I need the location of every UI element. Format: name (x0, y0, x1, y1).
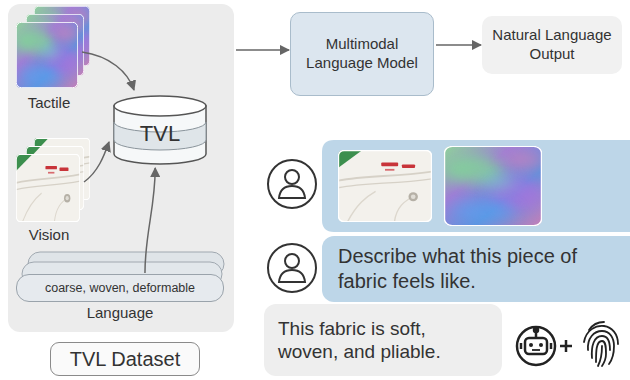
node-text: Natural Language Output (490, 26, 614, 64)
node-text: TVL (140, 121, 180, 147)
vision-stack (16, 138, 90, 222)
plus-sign (560, 340, 572, 352)
node-text: coarse, woven, deformable (45, 281, 195, 295)
part-label: Vision (14, 226, 84, 243)
language-box: coarse, woven, deformable (16, 274, 224, 302)
dataset-panel: TVL DatasetTVLcoarse, woven, deformable (8, 4, 234, 332)
model-box: Multimodal Language Model (290, 12, 434, 96)
image-bubble (322, 140, 630, 232)
user-icon (268, 160, 316, 208)
chat-bubble: Describe what this piece of fabric feels… (322, 236, 630, 302)
fingerprint-icon (584, 322, 618, 366)
tactile-image (444, 146, 545, 226)
part-label: Language (60, 304, 180, 321)
robot-icon (517, 327, 555, 365)
panel-heading: TVL Dataset (50, 342, 200, 376)
node-text: Multimodal Language Model (299, 35, 425, 73)
dataset-panel (8, 4, 234, 332)
flow-arrow (236, 49, 289, 51)
node-text: This fabric is soft, woven, and pliable. (278, 317, 490, 363)
flow-arrow (145, 168, 155, 273)
vision-photo (338, 150, 432, 222)
output-box: Natural Language Output (482, 16, 622, 74)
database-cylinder: TVL (112, 94, 208, 166)
flow-arrow (436, 44, 481, 46)
node-text: Describe what this piece of fabric feels… (338, 244, 624, 294)
tactile-stack (16, 6, 92, 88)
reply-bubble: This fabric is soft, woven, and pliable. (264, 304, 502, 376)
part-label: Tactile (14, 94, 84, 111)
user-icon (268, 244, 316, 292)
